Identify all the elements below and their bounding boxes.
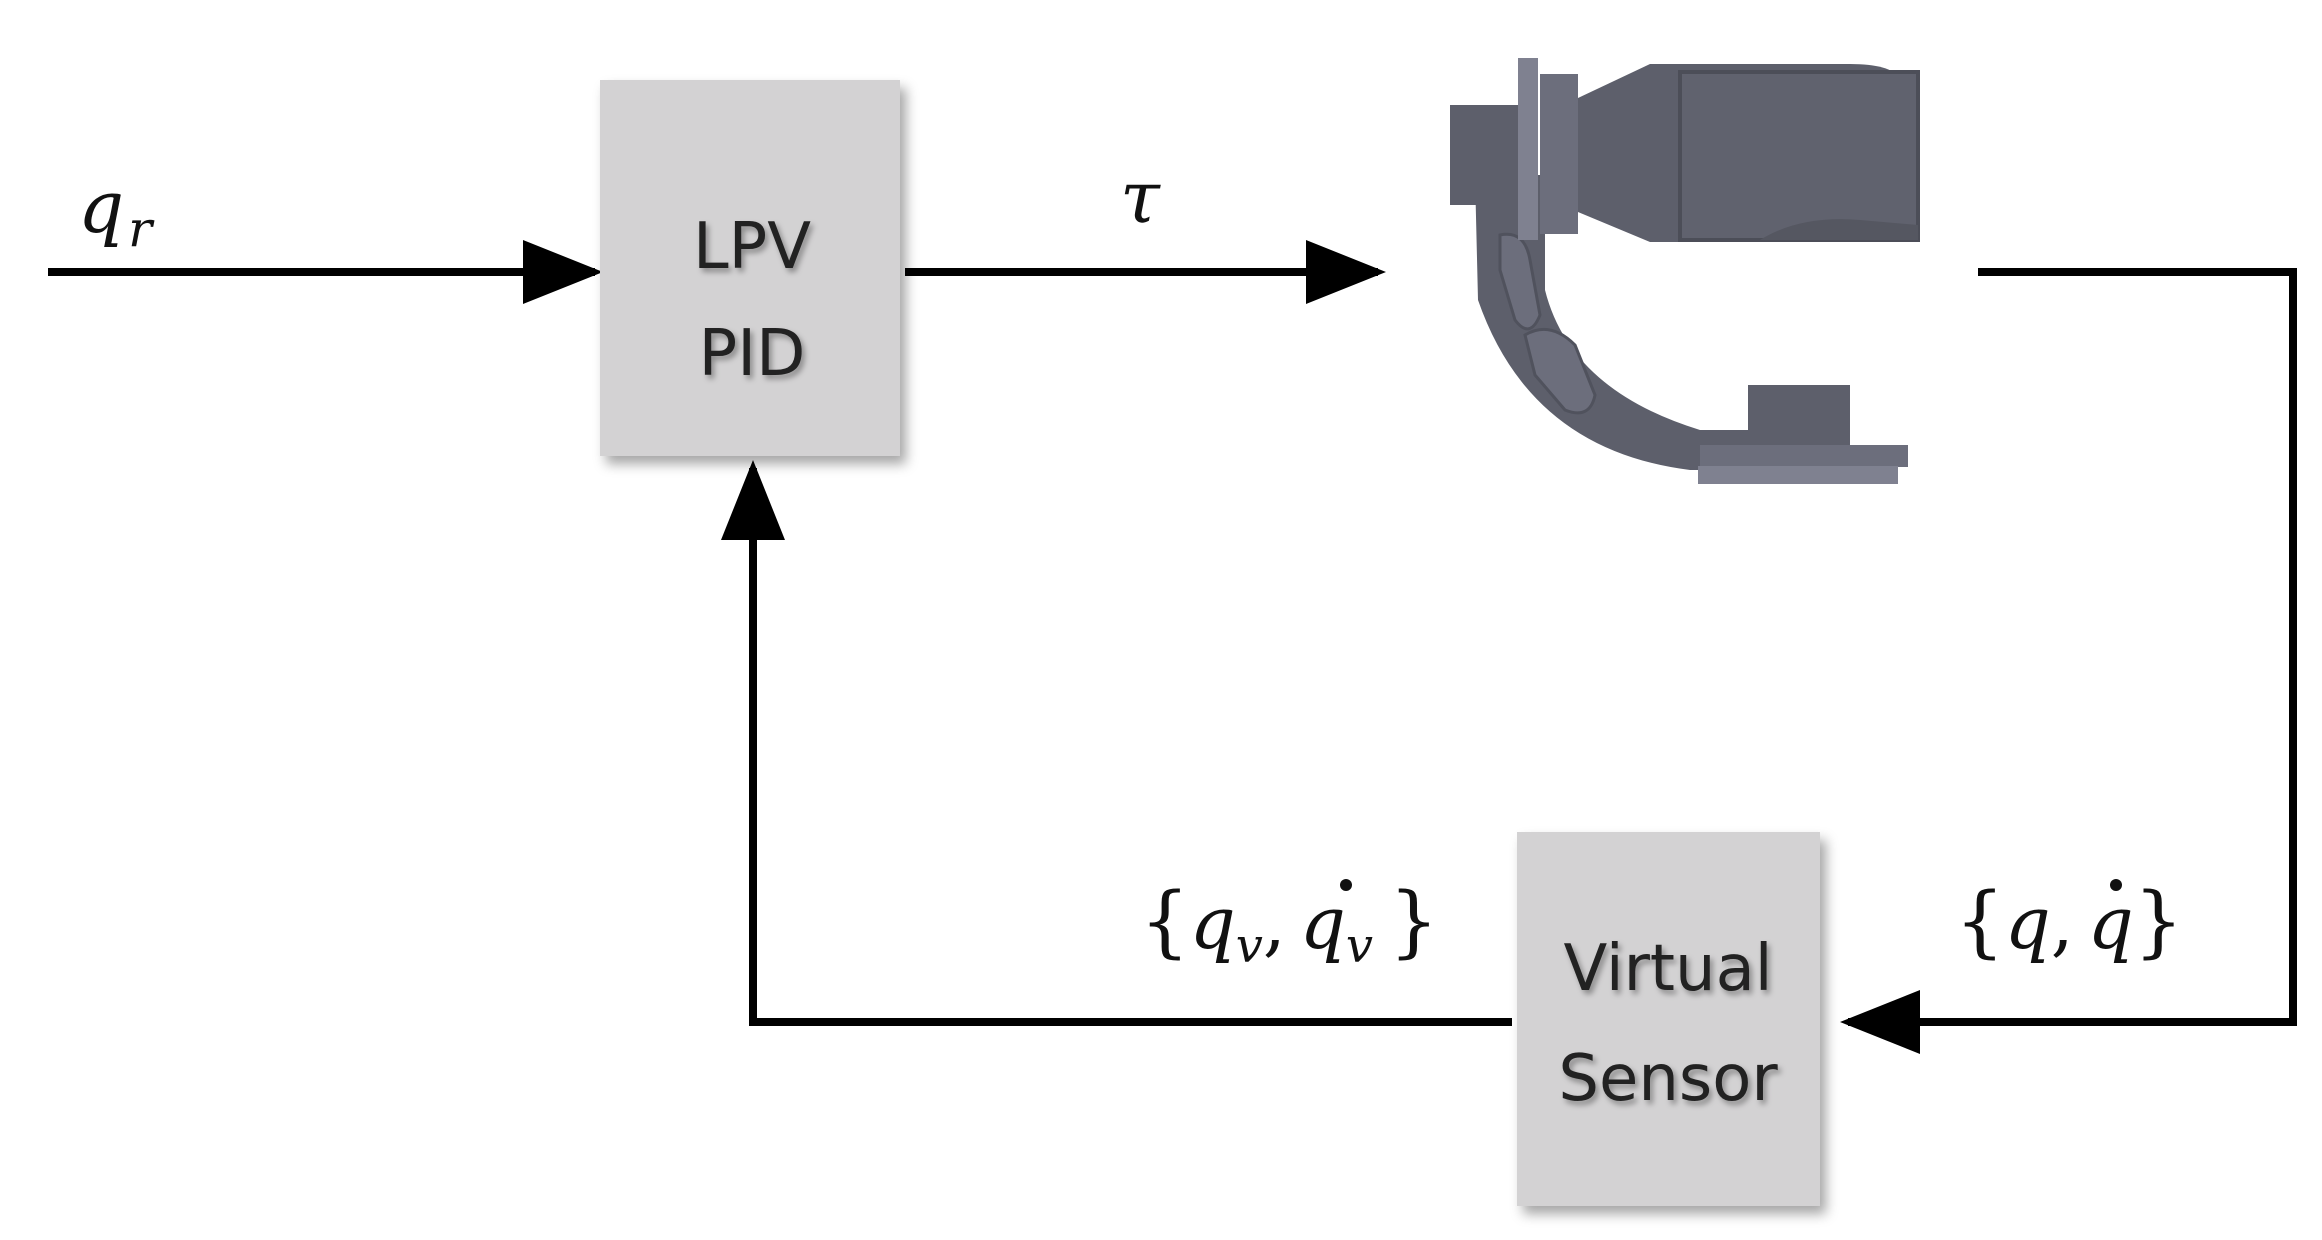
gimbal-plant-image xyxy=(1450,58,1920,484)
torque-signal-label: τ xyxy=(1120,155,1161,239)
measured-qdot-dot xyxy=(2110,879,2122,891)
virtual-feedback-wire xyxy=(721,460,1512,1026)
reference-signal-label: qr xyxy=(78,165,155,258)
gimbal-base-mount xyxy=(1748,385,1850,445)
virtual-sensor-label-line2: Sensor xyxy=(1558,1042,1778,1116)
measured-feedback-wire xyxy=(1840,268,2297,1054)
lpv-pid-label-line1: LPV xyxy=(693,210,811,284)
gimbal-left-bracket xyxy=(1450,105,1530,205)
virtual-sensor-box xyxy=(1517,832,1820,1206)
gimbal-flange-inner xyxy=(1540,74,1578,234)
gimbal-camera-lens-arc xyxy=(1760,219,1918,240)
lpv-pid-block: LPV PID xyxy=(600,80,900,456)
gimbal-base-plate xyxy=(1700,445,1908,467)
gimbal-camera-head xyxy=(1678,70,1920,242)
lpv-pid-label-line2: PID xyxy=(699,317,806,391)
gimbal-flange-outer xyxy=(1518,58,1538,240)
gimbal-arm-recess xyxy=(1498,232,1542,331)
gimbal-arm xyxy=(1475,175,1755,470)
gimbal-arm-recess-2 xyxy=(1523,327,1597,415)
measured-state-label: {q,q} xyxy=(1955,877,2183,967)
gimbal-base-foot xyxy=(1698,466,1898,484)
lpv-pid-box xyxy=(600,80,900,456)
virtual-state-label: {qv,qv} xyxy=(1140,877,1439,974)
virtual-sensor-block: Virtual Sensor xyxy=(1517,832,1820,1206)
virtual-sensor-label-line1: Virtual xyxy=(1563,932,1772,1006)
virtual-qdot-dot xyxy=(1340,879,1352,891)
